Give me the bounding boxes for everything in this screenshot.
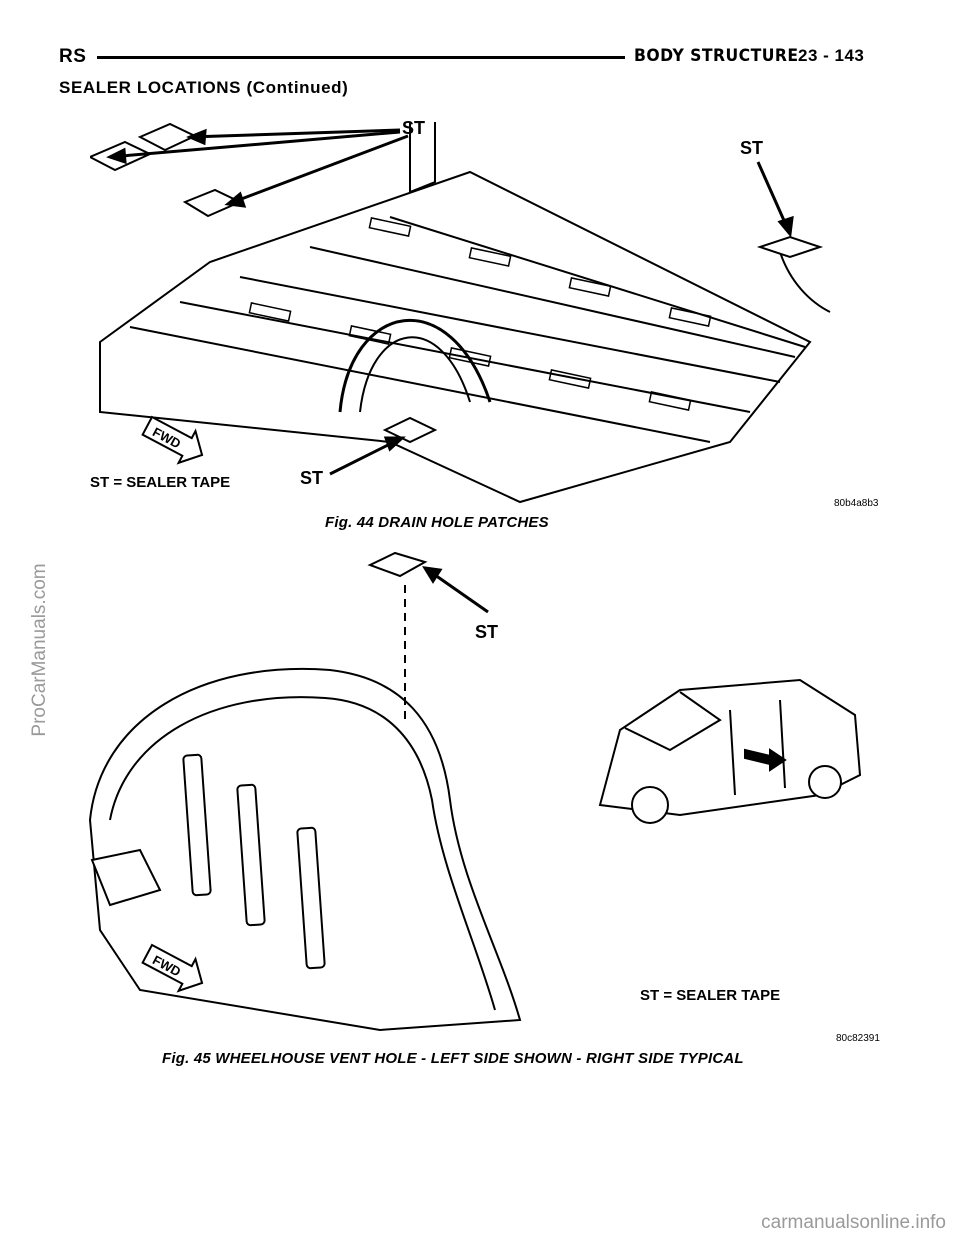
sealer-patch xyxy=(756,235,824,259)
running-header-title: BODY STRUCTURE xyxy=(634,46,799,66)
figure-45-code: 80c82391 xyxy=(836,1033,880,1044)
callout-label: ST xyxy=(740,138,763,158)
callout-arrow xyxy=(189,128,401,139)
figure-45-illustration: ST FWD ST = SEALER TAPE xyxy=(88,551,862,1032)
section-title: SEALER LOCATIONS (Continued) xyxy=(59,78,349,97)
callout-label: ST xyxy=(475,622,498,642)
figure-45-caption: Fig. 45 WHEELHOUSE VENT HOLE - LEFT SIDE… xyxy=(162,1050,744,1067)
page-number: 23 - 143 xyxy=(798,46,865,65)
minivan-locator xyxy=(598,678,862,824)
callout-arrow xyxy=(227,134,409,206)
callout-arrow xyxy=(109,130,401,159)
sealer-tape-legend: ST = SEALER TAPE xyxy=(640,987,780,1004)
figure-44-illustration: ST ST ST FWD ST = SEALER TAPE xyxy=(90,118,831,504)
figure-44-caption: Fig. 44 DRAIN HOLE PATCHES xyxy=(325,514,549,531)
floor-pan xyxy=(99,170,812,504)
watermark-bottom: carmanualsonline.info xyxy=(761,1212,946,1233)
running-header-left: RS xyxy=(59,46,87,67)
sealer-patch xyxy=(367,551,428,578)
sealer-tape-legend: ST = SEALER TAPE xyxy=(90,474,230,491)
wheelhouse-liner xyxy=(88,667,522,1032)
callout-label: ST xyxy=(300,468,323,488)
callout-label: ST xyxy=(402,118,425,138)
wheelhouse-arch xyxy=(338,318,492,413)
figure-44-code: 80b4a8b3 xyxy=(834,498,879,509)
watermark-left: ProCarManuals.com xyxy=(29,563,50,737)
header-rule xyxy=(97,56,625,59)
